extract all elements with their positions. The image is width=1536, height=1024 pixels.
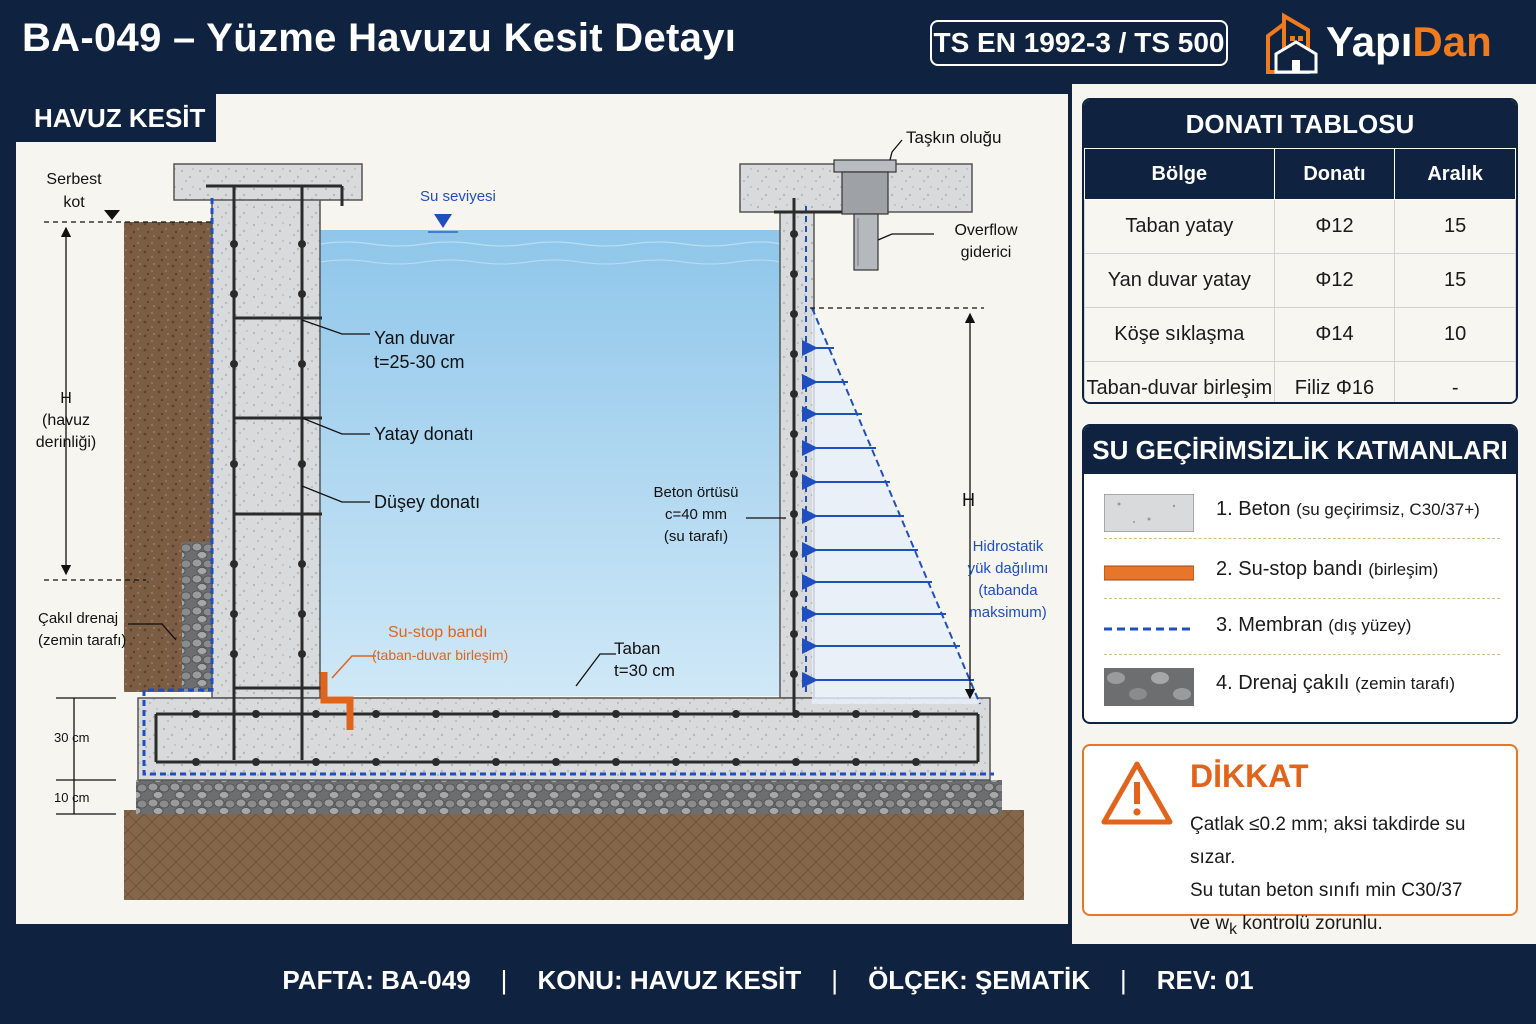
su-stop-label: Su-stop bandı (taban-duvar birleşim) xyxy=(372,624,509,663)
rebar-table-panel: DONATI TABLOSU Bölge Donatı Aralık Taban… xyxy=(1082,98,1518,404)
col-header-region: Bölge xyxy=(1084,148,1275,200)
base-slab xyxy=(137,697,991,781)
layer-membrane: 3. Membran (dış yüzey) xyxy=(1104,600,1500,655)
right-depth-label: H xyxy=(962,490,975,510)
left-wall-rebars xyxy=(206,184,344,760)
section-drawing-panel: HAVUZ KESİT Serbest kot Su seviyesi Taşk… xyxy=(14,92,1070,926)
waterproofing-title: SU GEÇİRİMSİZLİK KATMANLARI xyxy=(1084,426,1516,474)
subsoil xyxy=(124,810,1024,900)
su-stop-band xyxy=(320,672,354,730)
slab-rebars xyxy=(154,712,980,764)
concrete-swatch-icon xyxy=(1104,494,1194,532)
free-level-marker xyxy=(104,210,120,220)
page-title: BA-049 – Yüzme Havuzu Kesit Detayı xyxy=(22,16,737,60)
pool-depth-label: H (havuz derinliği) xyxy=(35,390,97,451)
table-row: Taban yatay Φ12 15 xyxy=(1084,199,1516,254)
company-logo: YapıDan xyxy=(1262,10,1522,76)
membrane-line xyxy=(142,198,994,776)
overflow-drain xyxy=(833,159,897,271)
dim-30cm: 30 cm xyxy=(54,730,90,745)
standard-badge: TS EN 1992-3 / TS 500 xyxy=(930,20,1228,66)
gravel-drain-left xyxy=(182,542,214,692)
dim-10cm: 10 cm xyxy=(54,790,90,805)
layer-concrete: 1. Beton (su geçirimsiz, C30/37+) xyxy=(1104,484,1500,539)
su-stop-swatch-icon xyxy=(1104,565,1194,581)
water-level-label: Su seviyesi xyxy=(420,188,496,205)
gravel-swatch-icon xyxy=(1104,668,1194,706)
layer-drainage-gravel: 4. Drenaj çakılı (zemin tarafı) xyxy=(1104,658,1500,712)
warning-triangle-icon xyxy=(1101,761,1173,825)
hydrostatic-label: Hidrostatik yük dağılımı (tabanda maksim… xyxy=(967,538,1049,621)
footer-sheet: PAFTA: BA-049 xyxy=(282,965,471,995)
table-row: Köşe sıklaşma Φ14 10 xyxy=(1084,307,1516,362)
logo-text: YapıDan xyxy=(1326,18,1492,65)
pool-section-drawing xyxy=(44,139,1024,900)
footer-revision: REV: 01 xyxy=(1156,965,1254,995)
warning-title: DİKKAT xyxy=(1190,758,1309,794)
free-level-label: Serbest kot xyxy=(46,171,102,211)
table-header-row: Bölge Donatı Aralık xyxy=(1084,148,1516,200)
rebar-table: Bölge Donatı Aralık Taban yatay Φ12 15 Y… xyxy=(1084,148,1516,402)
hydrostatic-load xyxy=(802,307,981,705)
overflow-channel-label: Taşkın oluğu xyxy=(906,128,1002,147)
concrete-cover-label: Beton örtüsü c=40 mm (su tarafı) xyxy=(653,484,739,545)
footer-subject: KONU: HAVUZ KESİT xyxy=(537,965,802,995)
side-wall-label: Yan duvar t=25-30 cm xyxy=(374,328,465,372)
waterproofing-panel: SU GEÇİRİMSİZLİK KATMANLARI 1. Beton (su… xyxy=(1082,424,1518,724)
vertical-rebar-label: Düşey donatı xyxy=(374,492,481,512)
section-tag: HAVUZ KESİT xyxy=(16,94,216,142)
footer-bar: PAFTA: BA-049|KONU: HAVUZ KESİT|ÖLÇEK: Ş… xyxy=(0,944,1536,1024)
gravel-drain-label: Çakıl drenaj (zemin tarafı) xyxy=(38,610,127,649)
membrane-swatch-icon xyxy=(1104,627,1194,631)
header-bar: BA-049 – Yüzme Havuzu Kesit Detayı TS EN… xyxy=(0,0,1536,84)
gravel-bed xyxy=(136,780,1002,814)
footer-scale: ÖLÇEK: ŞEMATİK xyxy=(868,965,1091,995)
base-slab-label: Taban t=30 cm xyxy=(614,639,675,680)
left-wall xyxy=(211,197,321,699)
warning-text: Çatlak ≤0.2 mm; aksi takdirde su sızar. … xyxy=(1190,814,1466,938)
left-coping xyxy=(173,163,363,201)
rebar-table-title: DONATI TABLOSU xyxy=(1084,100,1516,148)
horizontal-rebar-label: Yatay donatı xyxy=(374,424,474,444)
table-row: Yan duvar yatay Φ12 15 xyxy=(1084,253,1516,308)
overflow-drain-label: Overflow giderici xyxy=(954,222,1018,261)
layer-su-stop: 2. Su-stop bandı (birleşim) xyxy=(1104,544,1500,599)
table-row: Taban-duvar birleşim Filiz Φ16 - xyxy=(1084,361,1516,402)
col-header-rebar: Donatı xyxy=(1273,148,1396,200)
pool-water xyxy=(320,230,780,696)
side-panel: DONATI TABLOSU Bölge Donatı Aralık Taban… xyxy=(1072,84,1536,944)
building-logo-icon xyxy=(1266,12,1318,74)
warning-panel: DİKKAT Çatlak ≤0.2 mm; aksi takdirde su … xyxy=(1082,744,1518,938)
water-level-marker xyxy=(434,214,452,228)
col-header-spacing: Aralık xyxy=(1394,148,1516,200)
